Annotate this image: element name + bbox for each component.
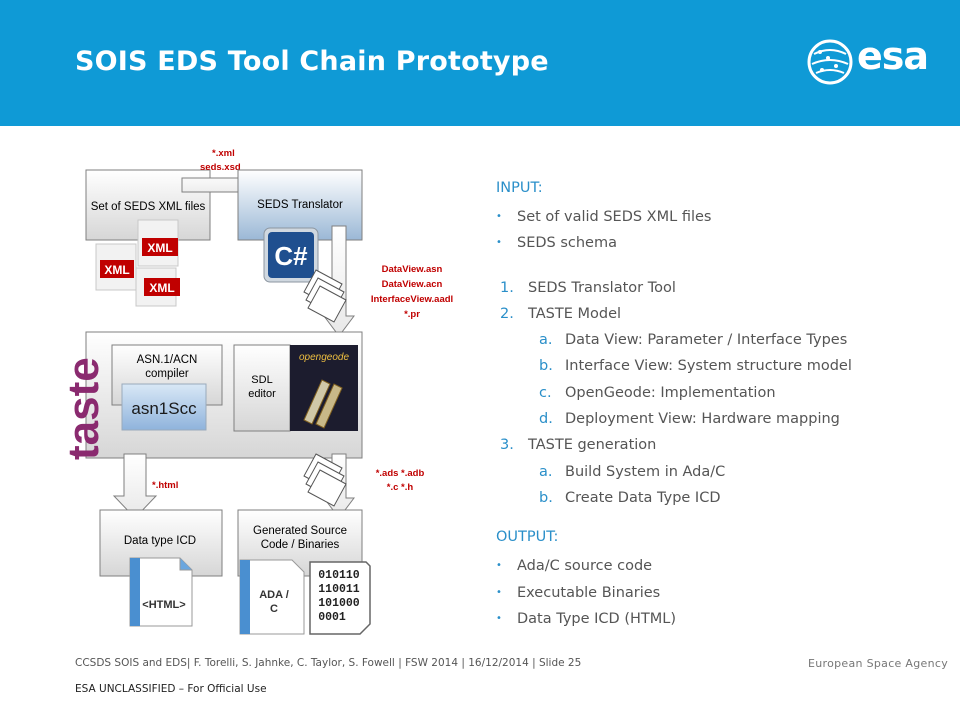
asn1scc-badge bbox=[121, 383, 207, 431]
translator-output-file: DataView.asn bbox=[382, 264, 443, 275]
generated-code-label: Generated Source bbox=[253, 525, 347, 537]
footer-citation: CCSDS SOIS and EDS| F. Torelli, S. Jahnk… bbox=[75, 657, 582, 669]
bullet-icon: • bbox=[496, 612, 502, 624]
input-file-ext: *.xml bbox=[212, 148, 235, 159]
taste-logo: taste bbox=[60, 357, 108, 460]
substep-item: b.Create Data Type ICD bbox=[539, 489, 721, 506]
sdl-editor-box bbox=[233, 344, 291, 432]
step-item: 3.TASTE generation bbox=[500, 437, 657, 454]
svg-text:010110: 010110 bbox=[318, 569, 360, 582]
input-item: •SEDS schema bbox=[496, 230, 936, 256]
code-output-file: *.c *.h bbox=[387, 482, 414, 493]
substep-item: d.Deployment View: Hardware mapping bbox=[539, 411, 840, 428]
sdl-editor-label: editor bbox=[248, 388, 276, 400]
classification-label: ESA UNCLASSIFIED – For Official Use bbox=[75, 683, 267, 695]
esa-wordmark: esa bbox=[857, 34, 929, 78]
output-item: •Ada/C source code bbox=[496, 553, 936, 579]
slide-title: SOIS EDS Tool Chain Prototype bbox=[75, 46, 549, 77]
translator-output-file: InterfaceView.aadl bbox=[371, 294, 453, 305]
xml-badge: XML bbox=[104, 263, 129, 277]
svg-text:101000: 101000 bbox=[318, 597, 360, 610]
asn-compiler-label: ASN.1/ACN bbox=[137, 354, 198, 366]
html-output-arrow bbox=[112, 453, 158, 519]
xml-file-icons: XML XML XML bbox=[95, 219, 180, 307]
svg-text:C#: C# bbox=[274, 241, 308, 271]
bullet-icon: • bbox=[496, 237, 502, 249]
document-stack-icon bbox=[303, 453, 347, 507]
asn-compiler-label: compiler bbox=[145, 368, 189, 380]
bullet-icon: • bbox=[496, 560, 502, 572]
svg-text:0001: 0001 bbox=[318, 611, 346, 624]
svg-text:ADA /: ADA / bbox=[259, 589, 289, 601]
output-item: •Executable Binaries bbox=[496, 580, 936, 606]
agency-name: European Space Agency bbox=[808, 657, 949, 670]
input-file-schema: seds.xsd bbox=[200, 162, 241, 173]
bullet-icon: • bbox=[496, 211, 502, 222]
globe-icon bbox=[807, 39, 853, 85]
substep-item: a.Data View: Parameter / Interface Types bbox=[539, 332, 848, 349]
xml-badge: XML bbox=[147, 241, 172, 255]
input-item: •Set of valid SEDS XML files bbox=[496, 204, 936, 230]
svg-text:C: C bbox=[270, 603, 278, 615]
csharp-icon: C# bbox=[263, 227, 319, 283]
icd-label: Data type ICD bbox=[124, 535, 196, 547]
input-heading: INPUT: bbox=[496, 180, 543, 196]
generated-code-label: Code / Binaries bbox=[261, 539, 340, 551]
substep-item: a.Build System in Ada/C bbox=[539, 463, 726, 480]
document-stack-icon bbox=[303, 269, 347, 323]
svg-text:opengeode: opengeode bbox=[299, 352, 349, 363]
translator-output-file: *.pr bbox=[404, 309, 420, 320]
title-banner bbox=[0, 0, 960, 126]
substep-item: b.Interface View: System structure model bbox=[539, 358, 852, 375]
svg-text:<HTML>: <HTML> bbox=[142, 599, 185, 611]
html-output-file: *.html bbox=[152, 480, 178, 491]
xml-badge: XML bbox=[149, 281, 174, 295]
output-heading: OUTPUT: bbox=[496, 529, 559, 546]
sdl-editor-label: SDL bbox=[251, 374, 272, 386]
asn1scc-label: asn1Scc bbox=[131, 399, 197, 418]
seds-files-label: Set of SEDS XML files bbox=[91, 201, 206, 213]
svg-text:110011: 110011 bbox=[318, 583, 360, 596]
bullet-icon: • bbox=[496, 586, 502, 598]
step-item: 2.TASTE Model bbox=[500, 305, 622, 322]
output-item: •Data Type ICD (HTML) bbox=[496, 606, 936, 632]
substep-item: c.OpenGeode: Implementation bbox=[539, 384, 776, 401]
opengeode-logo: opengeode bbox=[290, 345, 358, 431]
code-output-file: *.ads *.adb bbox=[376, 468, 425, 479]
esa-logo bbox=[807, 39, 853, 85]
binary-file-icon: 010110 110011 101000 0001 bbox=[309, 561, 371, 635]
seds-translator-label: SEDS Translator bbox=[257, 199, 343, 211]
step-item: 1.SEDS Translator Tool bbox=[500, 279, 676, 296]
toolchain-diagram: Set of SEDS XML files XML XML XML *.xml … bbox=[60, 148, 453, 635]
html-file-icon: <HTML> bbox=[129, 557, 193, 627]
translator-output-file: DataView.acn bbox=[382, 279, 443, 290]
ada-file-icon: ADA / C bbox=[239, 559, 305, 635]
description-panel: INPUT: •Set of valid SEDS XML files •SED… bbox=[496, 180, 936, 632]
